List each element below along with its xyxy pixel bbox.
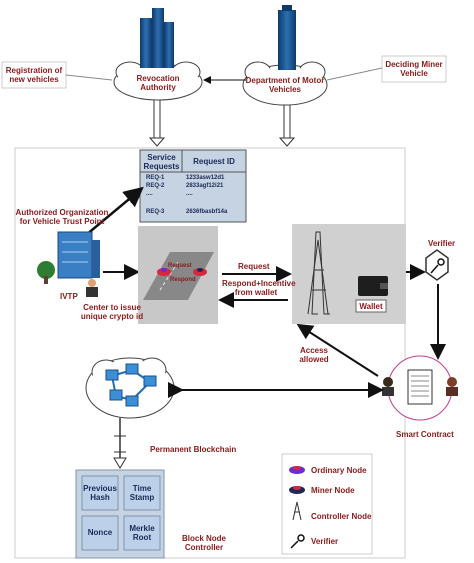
node-respond-tag: Respond [170,277,196,283]
deciding-connector [326,67,383,81]
revocation-label: Revocation Authority [136,74,180,92]
dmv-down-arrow [278,105,296,147]
revocation-down-arrow [148,100,166,147]
table-header-request-id: Request ID [193,157,235,166]
dmv-cloud [242,61,328,106]
block-field-time-stamp: Time Stamp [129,484,155,502]
system-frame [14,147,406,559]
registration-label: Registration of new vehicles [5,66,63,84]
miner-node-icon [289,486,305,494]
permanent-label: Permanent Blockchain [150,445,237,454]
deciding-label: Deciding Miner Vehicle [385,60,443,78]
verifier-key-icon [425,249,449,281]
revocation-building-icon [140,8,174,68]
block-field-nonce-box [81,515,119,551]
smart-contract-label: Smart Contract [396,430,454,439]
ordinary-node-car-icon [157,268,171,276]
registration-connector [65,74,113,81]
legend-controller-label: Controller Node [311,512,372,521]
block-field-time-stamp-box [123,475,161,511]
blockchain-network-icon [105,363,157,407]
table-row-3-req: .... [146,191,153,197]
dmv-label: Department of Motor Vehicles [245,76,325,94]
center-label: Center to issue unique crypto id [80,303,144,321]
service-request-table [139,149,247,223]
deciding-box [381,55,447,83]
road-shape [143,252,214,300]
verifier-label: Verifier [428,239,456,248]
block-field-previous-hash-box [81,475,119,511]
ordinary-node-icon [289,466,305,474]
wallet-label: Wallet [359,302,383,311]
respond-label: Respond+Incentive from wallet [222,279,296,297]
blockchain-down-arrow [113,418,127,469]
tree-icon [37,261,55,284]
contract-party-left-icon [382,377,394,396]
table-row-4-id: 2636fbasbf14a [186,209,228,215]
wallet-label-box [355,299,387,313]
legend-verifier-label: Verifier [311,537,339,546]
block-field-merkle-root: Merkle Root [129,524,155,542]
table-row-1-req: REQ-1 [146,175,165,181]
registration-box [1,61,67,89]
ivtp-building-icon [57,231,100,279]
contract-document-icon [407,369,433,405]
controller-node-icon [292,501,302,521]
miner-node-car-icon [193,268,207,276]
controller-panel [292,224,406,324]
table-row-2-req: REQ-2 [146,183,165,189]
dmv-building-icon [278,5,296,70]
node-request-tag: Request [168,263,192,269]
block-field-previous-hash: Previous Hash [83,484,117,502]
table-row-1-id: 1233asw12d1 [186,175,225,181]
contract-party-right-icon [446,377,458,396]
contract-lines [411,375,429,397]
ivtp-label: IVTP [60,292,78,301]
block-field-merkle-root-box [123,515,161,551]
access-allowed-arrow [296,323,379,377]
block-field-nonce: Nonce [87,528,113,537]
legend-ordinary-label: Ordinary Node [311,466,367,475]
authorized-label: Authorized Organization for Vehicle Trus… [15,208,109,226]
legend-miner-label: Miner Node [311,486,355,495]
legend-verifier-key-icon [290,534,305,549]
table-row-4-req: REQ-3 [146,209,165,215]
controller-tower-icon [307,231,330,315]
block-node-label: Block Node Controller [181,534,226,552]
person-icon [86,279,98,297]
wallet-icon [358,276,388,296]
table-header-service: Service Requests [143,153,180,171]
table-row-2-id: 2833agf12i21 [186,183,224,189]
table-row-3-id: .... [186,191,193,197]
access-label: Access allowed [299,346,329,364]
request-label: Request [238,262,270,271]
